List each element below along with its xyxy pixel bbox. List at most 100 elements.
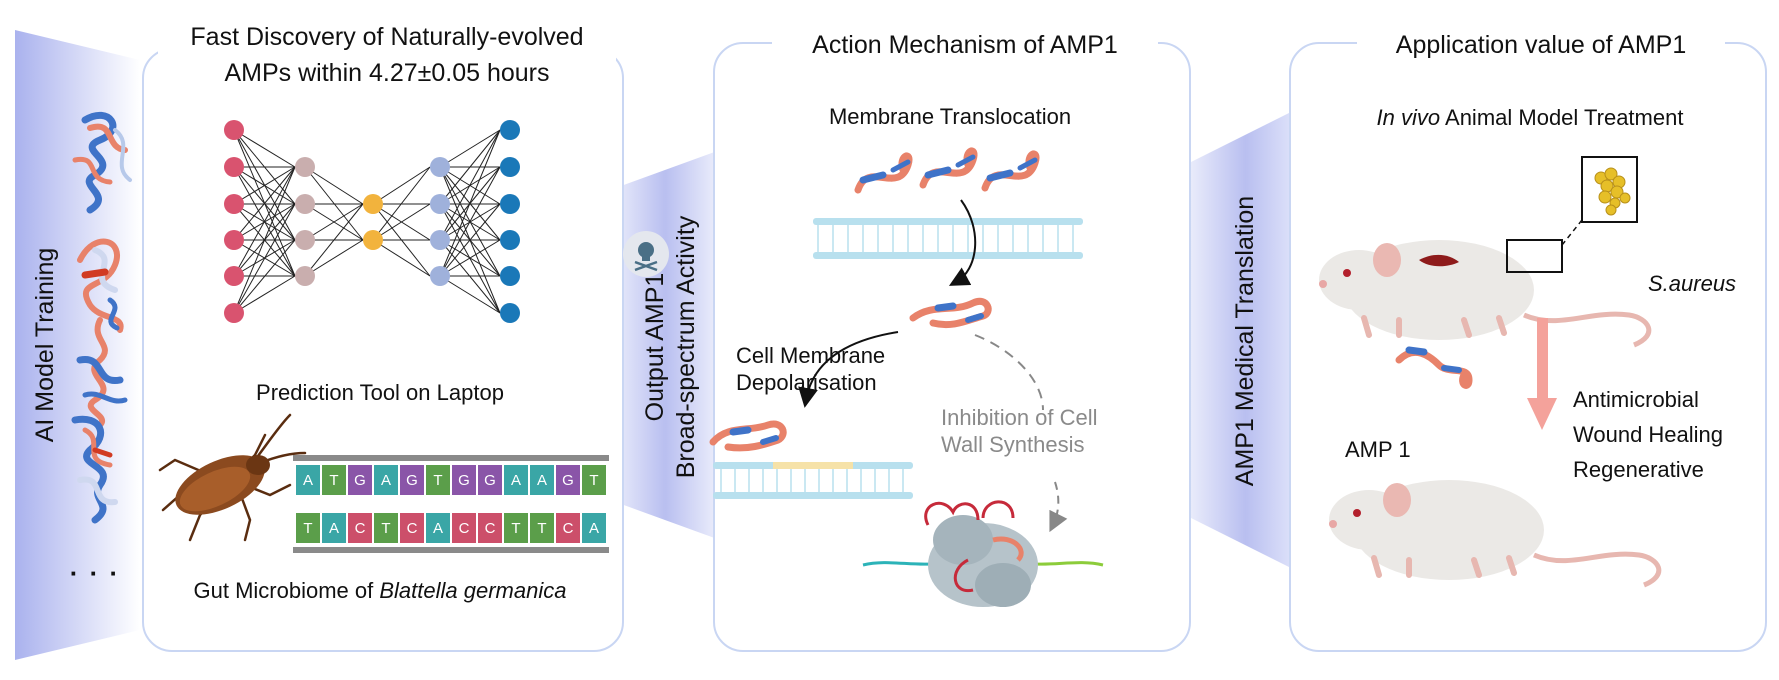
inhibition-arrow-lower [1049,481,1068,533]
nn-node-layer4-2 [500,194,520,214]
nn-node-layer0-4 [224,266,244,286]
nn-edge [439,129,501,205]
dna-base-bottom-3: T [374,513,398,543]
peptide-group-top [854,147,1040,194]
depolarisation-label: Cell Membrane Depolarisation [736,342,885,396]
ribosome-complex [862,500,1104,607]
nn-node-layer0-3 [224,230,244,250]
nn-edge [439,275,501,314]
inhibition-label: Inhibition of Cell Wall Synthesis [941,404,1098,458]
dna-backbone-bottom [293,547,609,553]
nn-edge [439,129,501,168]
nn-node-layer1-2 [295,230,315,250]
nn-edge [233,166,296,205]
dna-base-top-7: G [478,465,502,495]
protein-structure-3 [76,317,128,428]
invivo-rest: Animal Model Treatment [1440,105,1684,130]
panel-discovery-title-line1: Fast Discovery of Naturally-evolved [190,23,584,51]
panel-discovery-title: Fast Discovery of Naturally-evolved AMPs… [158,20,616,92]
nn-edge [233,239,296,314]
protein-structure-icons [71,111,132,524]
dna-base-top-0: A [296,465,320,495]
nn-edge [233,166,296,314]
cockroach-icon [158,413,307,542]
inhibition-arrow [974,334,1044,411]
treatment-arrow [1527,318,1557,430]
nn-node-layer0-2 [224,194,244,214]
nn-node-layer1-1 [295,194,315,214]
gut-microbiome-prefix: Gut Microbiome of [193,578,380,603]
dna-base-bottom-10: C [556,513,580,543]
nn-edge [439,129,501,277]
ellipsis: · · · [69,558,121,588]
nn-node-layer1-0 [295,157,315,177]
mouse-infected [1319,240,1652,348]
amp1-label: AMP 1 [1345,437,1411,462]
nn-edge [304,166,364,205]
nn-edge [233,275,296,314]
skull-badge-icon [623,231,669,277]
dna-base-top-8: A [504,465,528,495]
benefit-wound-healing: Wound Healing [1573,422,1724,447]
dna-base-bottom-4: C [400,513,424,543]
dna-base-bottom-2: C [348,513,372,543]
nn-edge [372,239,431,277]
nn-node-layer0-5 [224,303,244,323]
nn-node-layer4-3 [500,230,520,250]
dna-base-top-4: G [400,465,424,495]
panel-mechanism-title: Action Mechanism of AMP1 [772,28,1158,62]
medical-translation-label: AMP1 Medical Translation [1231,195,1259,487]
nn-edge [304,239,364,277]
gut-microbiome-species: Blattella germanica [379,578,567,603]
mouse-healed [1329,480,1662,588]
nn-node-layer4-5 [500,303,520,323]
peptide-left [709,420,787,452]
nn-edge [372,166,431,205]
nn-edge [372,203,431,241]
nn-node-layer4-4 [500,266,520,286]
dna-base-bottom-9: T [530,513,554,543]
amp1-peptide [1395,346,1473,389]
dna-base-top-3: A [374,465,398,495]
nn-node-layer4-1 [500,157,520,177]
nn-edge [304,203,364,241]
pathogen-label: S.aureus [1648,271,1737,296]
dna-base-top-9: A [530,465,554,495]
neural-network [224,120,520,323]
dna-base-top-1: T [322,465,346,495]
nn-node-layer2-1 [363,230,383,250]
nn-node-layer3-0 [430,157,450,177]
dna-base-bottom-11: A [582,513,606,543]
dna-base-bottom-5: A [426,513,450,543]
dna-base-bottom-1: A [322,513,346,543]
nn-node-layer1-3 [295,266,315,286]
nn-edge [439,203,501,277]
nn-node-layer3-2 [430,230,450,250]
benefit-antimicrobial: Antimicrobial [1573,387,1699,412]
protein-structure-4 [71,415,118,524]
dna-backbone-top [293,455,609,461]
dna-base-top-5: T [426,465,450,495]
panel-discovery-title-line2: AMPs within 4.27±0.05 hours [224,59,550,87]
nn-edge [233,129,296,168]
depolarisation-arrow [798,331,899,408]
benefits-list: Antimicrobial Wound Healing Regenerative [1573,382,1723,487]
output-amp1-line2: Broad-spectrum Activity [672,215,700,479]
middle-wedge-2 [1185,110,1295,570]
membrane-top [813,218,1083,259]
panel-application-title: Application value of AMP1 [1357,28,1725,62]
output-amp1-line1: Output AMP1 [641,272,669,422]
protein-structure-2 [77,238,124,333]
nn-edge [439,239,501,277]
dna-base-top-10: G [556,465,580,495]
nn-edge [439,129,501,241]
dna-base-bottom-8: T [504,513,528,543]
dna-base-bottom-7: C [478,513,502,543]
inhibition-line2: Wall Synthesis [941,432,1085,457]
nn-node-layer2-0 [363,194,383,214]
dna-base-bottom-6: C [452,513,476,543]
dna-base-top-6: G [452,465,476,495]
nn-node-layer3-1 [430,194,450,214]
nn-edge [233,166,296,277]
